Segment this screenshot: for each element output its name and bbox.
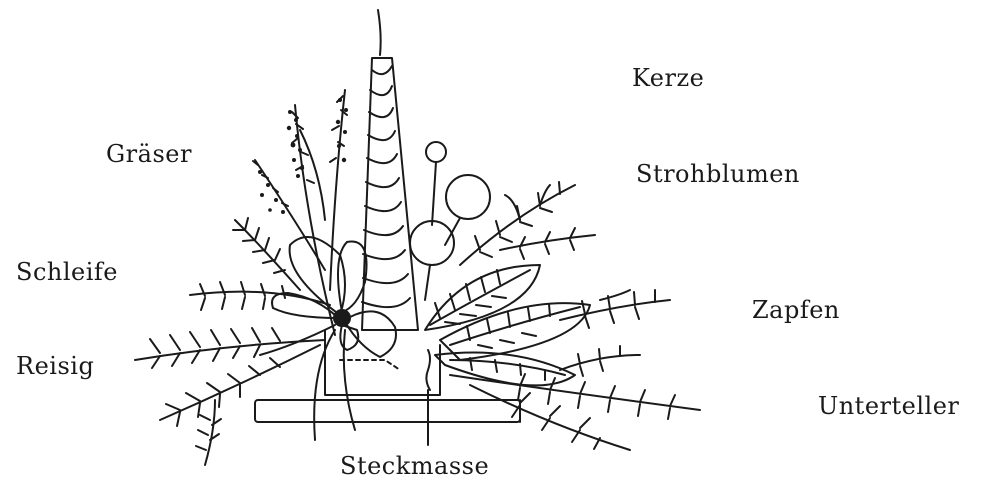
- saucer: [255, 400, 520, 422]
- fir-branches-left: [135, 218, 330, 465]
- label-steckmasse: Steckmasse: [340, 452, 489, 480]
- candle: [362, 10, 418, 330]
- label-graeser: Gräser: [106, 140, 192, 168]
- label-kerze: Kerze: [632, 64, 704, 92]
- label-schleife: Schleife: [16, 258, 118, 286]
- label-zapfen: Zapfen: [752, 296, 840, 324]
- label-strohblumen: Strohblumen: [636, 160, 800, 188]
- straw-flowers: [410, 142, 490, 300]
- label-unterteller: Unterteller: [818, 392, 959, 420]
- grasses: [253, 90, 347, 335]
- label-reisig: Reisig: [16, 352, 94, 380]
